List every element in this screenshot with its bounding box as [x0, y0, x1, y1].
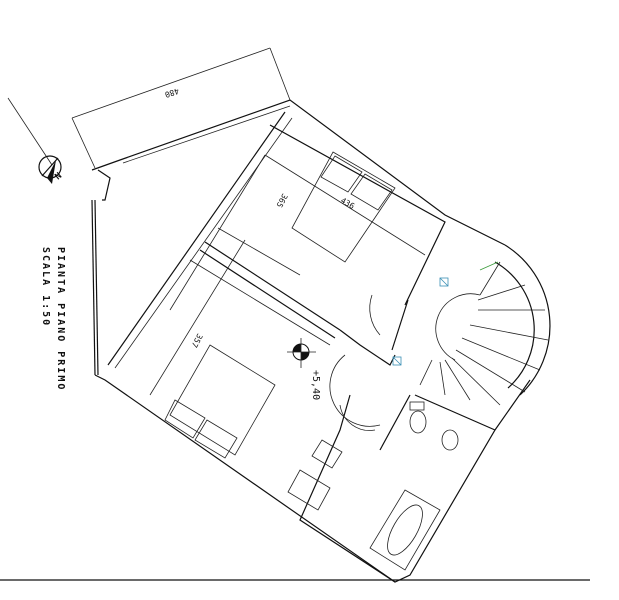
north-label: N [54, 171, 65, 182]
dimension-436: 436 [339, 196, 356, 211]
interior-dimension-lines [149, 154, 426, 396]
exterior-walls [91, 99, 531, 583]
north-arrow-icon [7, 97, 62, 184]
drawing-scale: SCALA 1:50 [40, 247, 51, 327]
drawing-title: PIANTA PIANO PRIMO [55, 247, 66, 391]
interior-walls [189, 124, 496, 583]
dimension-top [71, 47, 291, 169]
dimension-480: 480 [163, 86, 180, 99]
dimension-357: 357 [189, 332, 204, 349]
light-fixture-icon [392, 277, 449, 366]
level-label: +5,40 [310, 370, 321, 400]
spiral-staircase [419, 244, 551, 406]
level-marker-icon [287, 338, 316, 368]
bed-bedroom-1 [291, 151, 396, 263]
dimension-365: 365 [274, 192, 289, 209]
bed-bedroom-2 [164, 344, 276, 459]
bathroom-fixtures [287, 401, 459, 571]
